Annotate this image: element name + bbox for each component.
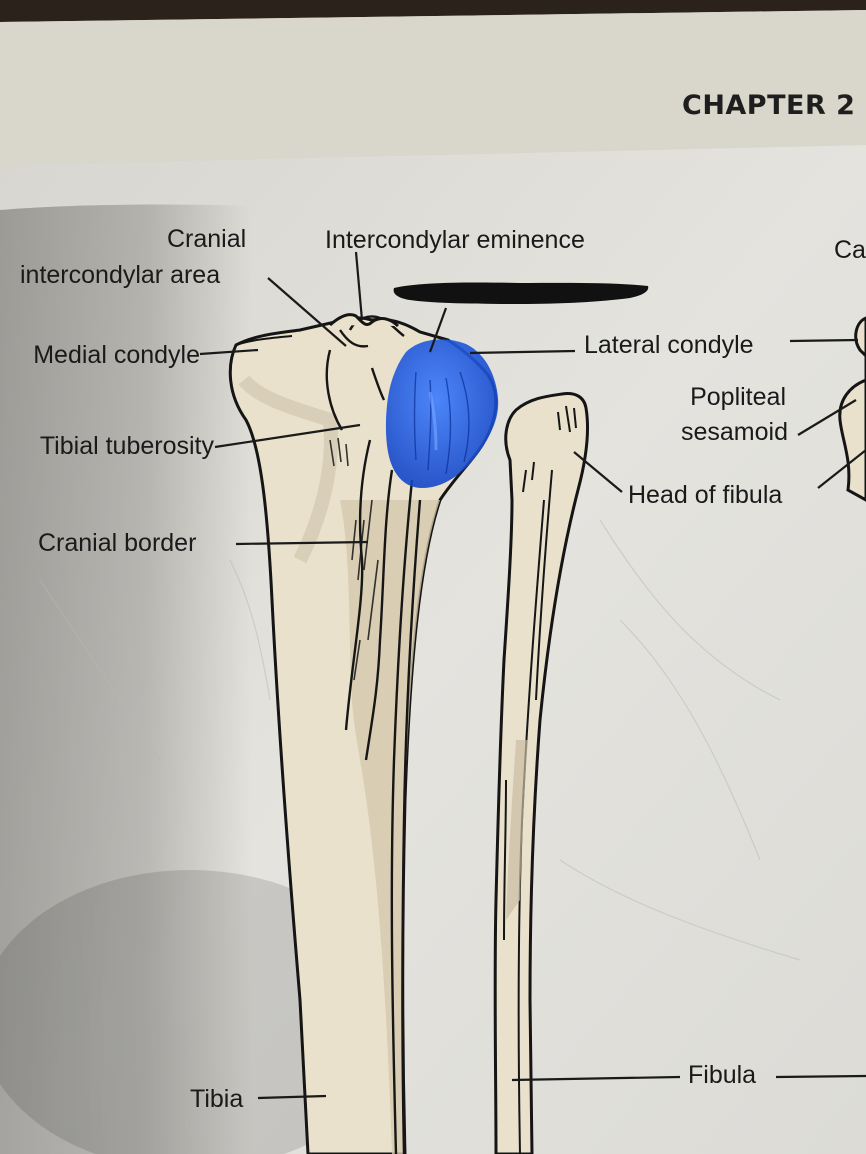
top-page-strip bbox=[0, 10, 866, 165]
lateral-condyle-highlight bbox=[385, 339, 499, 488]
leader-popliteal-sesamoid bbox=[797, 399, 857, 436]
label-cranial: Cranial bbox=[167, 225, 247, 253]
leader-lateral-condyle bbox=[469, 349, 576, 355]
leader-lines bbox=[199, 251, 866, 1100]
leader-tibial-tuberosity bbox=[214, 423, 361, 449]
leader-cranial-border bbox=[235, 540, 369, 546]
leader-redacted bbox=[428, 307, 448, 353]
label-fibula: Fibula bbox=[688, 1061, 757, 1089]
tibia-shading bbox=[340, 500, 440, 1154]
leader-fibula-right bbox=[775, 1074, 866, 1079]
label-sesamoid: sesamoid bbox=[681, 418, 788, 446]
label-cranial-border: Cranial border bbox=[38, 529, 197, 557]
leader-head-of-fibula bbox=[573, 451, 623, 493]
label-popliteal: Popliteal bbox=[690, 383, 786, 411]
leader-medial-condyle bbox=[199, 348, 259, 356]
leader-cranial-intercondylar bbox=[267, 277, 347, 347]
label-cut-off-right: Ca bbox=[834, 236, 866, 264]
chapter-heading: CHAPTER 2 bbox=[682, 90, 856, 121]
label-intercondylar-eminence: Intercondylar eminence bbox=[325, 226, 585, 254]
leader-fibula bbox=[511, 1075, 681, 1082]
leader-right-edge bbox=[789, 338, 859, 343]
desk-edge bbox=[0, 0, 866, 22]
label-medial-condyle: Medial condyle bbox=[33, 341, 200, 369]
bleed-through bbox=[39, 519, 801, 961]
leader-tibia bbox=[257, 1094, 327, 1100]
label-tibia: Tibia bbox=[190, 1085, 244, 1113]
label-head-of-fibula: Head of fibula bbox=[628, 481, 783, 509]
redaction-bar bbox=[393, 282, 649, 304]
label-tibial-tuberosity: Tibial tuberosity bbox=[39, 432, 214, 460]
tibia-hatching bbox=[329, 437, 379, 681]
intercondylar-eminence-shape bbox=[329, 313, 400, 328]
leader-right-edge-2 bbox=[817, 449, 866, 489]
label-intercondylar-area: intercondylar area bbox=[20, 261, 221, 289]
label-lateral-condyle: Lateral condyle bbox=[584, 331, 754, 359]
leader-intercondylar-eminence bbox=[354, 251, 364, 321]
